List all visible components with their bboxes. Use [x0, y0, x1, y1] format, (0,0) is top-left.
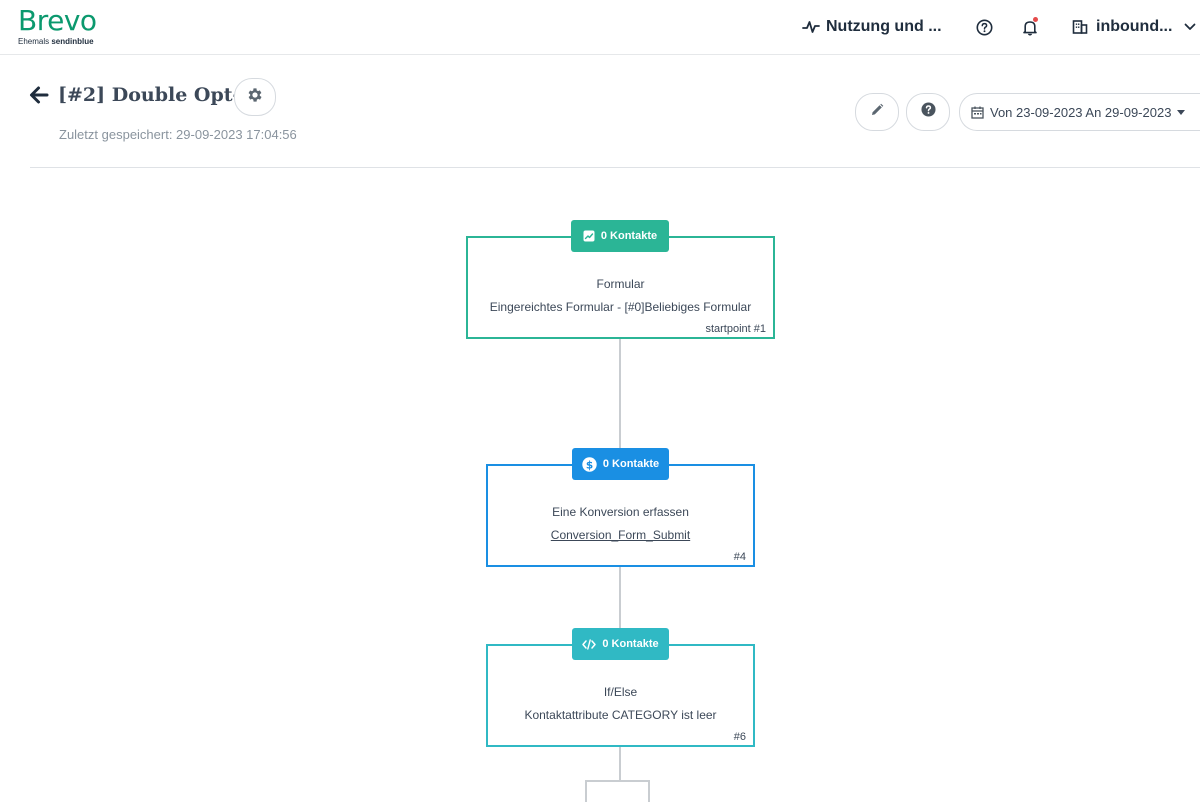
- help-button[interactable]: [906, 93, 950, 131]
- activity-icon: [802, 19, 820, 35]
- brevo-logo[interactable]: Brevo Ehemals sendinblue: [18, 4, 97, 47]
- workflow-node-conversion[interactable]: Eine Konversion erfassen Conversion_Form…: [486, 464, 755, 567]
- question-circle-icon: [920, 102, 936, 122]
- notification-dot: [1033, 17, 1038, 22]
- next-step-node-stub[interactable]: [585, 780, 650, 802]
- chevron-down-icon: [1184, 23, 1196, 31]
- account-label: inbound...: [1096, 18, 1173, 35]
- logo-text: Brevo: [18, 4, 97, 37]
- node-number: startpoint #1: [705, 323, 766, 335]
- top-navigation-bar: Brevo Ehemals sendinblue Nutzung und ...…: [0, 0, 1200, 55]
- contacts-badge[interactable]: 0 Kontakte: [571, 220, 669, 252]
- header-divider: [30, 167, 1200, 168]
- contacts-badge[interactable]: $ 0 Kontakte: [572, 448, 669, 480]
- workflow-connector: [619, 338, 621, 450]
- svg-text:$: $: [586, 459, 593, 471]
- workflow-connector: [619, 566, 621, 630]
- conversion-link[interactable]: Conversion_Form_Submit: [550, 528, 691, 542]
- help-icon[interactable]: [974, 16, 994, 38]
- usage-menu[interactable]: Nutzung und ...: [802, 16, 942, 38]
- workflow-node-if-else[interactable]: If/Else Kontaktattribute CATEGORY ist le…: [486, 644, 755, 747]
- node-title: Eine Konversion erfassen: [552, 505, 689, 519]
- date-range-label: Von 23-09-2023 An 29-09-2023: [990, 104, 1172, 120]
- logo-subtitle: Ehemals sendinblue: [18, 37, 97, 46]
- back-arrow-icon[interactable]: [28, 84, 50, 106]
- contacts-count: 0 Kontakte: [602, 638, 659, 650]
- account-menu[interactable]: inbound...: [1072, 16, 1196, 38]
- dollar-icon: $: [582, 456, 597, 472]
- caret-down-icon: [1177, 109, 1186, 115]
- workflow-connector: [619, 746, 621, 782]
- node-title: If/Else: [603, 685, 638, 699]
- date-range-picker[interactable]: Von 23-09-2023 An 29-09-2023: [959, 93, 1200, 131]
- node-number: #6: [733, 731, 746, 743]
- contacts-badge[interactable]: 0 Kontakte: [572, 628, 669, 660]
- building-icon: [1072, 19, 1088, 35]
- logo-subtitle-prefix: Ehemals: [18, 37, 50, 46]
- node-title: Formular: [596, 277, 645, 291]
- edit-button[interactable]: [855, 93, 899, 131]
- node-detail: Kontaktattribute CATEGORY ist leer: [524, 708, 717, 722]
- gear-icon: [246, 86, 264, 109]
- node-number: #4: [733, 551, 746, 563]
- calendar-icon: [971, 106, 984, 119]
- last-saved-label: Zuletzt gespeichert: 29-09-2023 17:04:56: [59, 127, 297, 142]
- workflow-node-form-trigger[interactable]: Formular Eingereichtes Formular - [#0]Be…: [466, 236, 775, 339]
- notifications-bell-icon[interactable]: [1020, 16, 1040, 38]
- usage-label: Nutzung und ...: [826, 18, 942, 35]
- logo-subtitle-brand: sendinblue: [51, 37, 94, 46]
- contacts-count: 0 Kontakte: [602, 458, 660, 470]
- pencil-icon: [870, 103, 884, 122]
- code-icon: [582, 638, 597, 650]
- settings-button[interactable]: [234, 78, 276, 116]
- contacts-count: 0 Kontakte: [600, 230, 658, 242]
- form-icon: [583, 230, 595, 242]
- node-detail: Eingereichtes Formular - [#0]Beliebiges …: [489, 300, 752, 314]
- page-title: [#2] Double Opt-in: [58, 84, 262, 106]
